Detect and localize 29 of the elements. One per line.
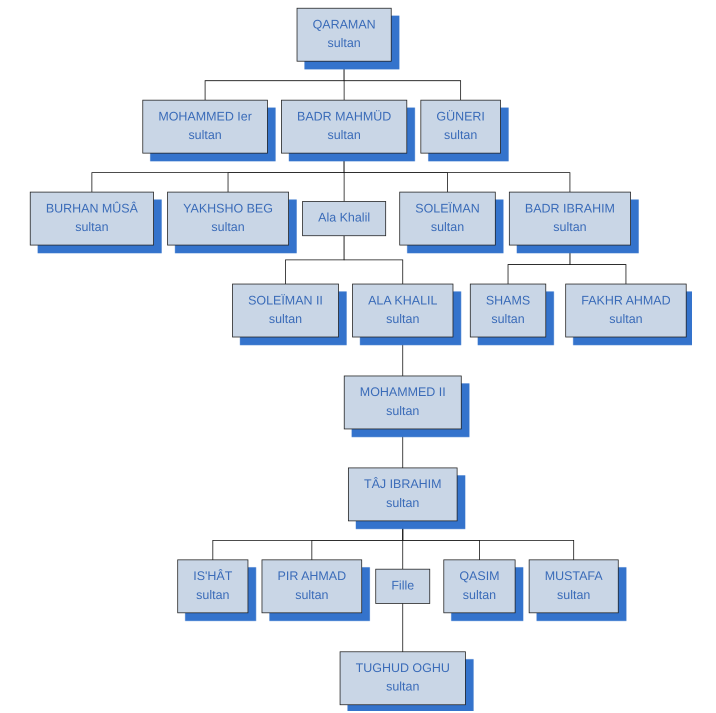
node-box: TUGHUD OGHU sultan bbox=[339, 651, 466, 706]
node-box: BADR MAHMÜD sultan bbox=[280, 100, 407, 154]
connector bbox=[402, 428, 403, 468]
node-box: YAKHSHO BEG sultan bbox=[166, 192, 289, 246]
connector bbox=[344, 152, 570, 192]
node-box: MOHAMMED Ier sultan bbox=[142, 100, 268, 154]
node-box: MOHAMMED II sultan bbox=[344, 376, 462, 430]
node-box: BURHAN MÛSÂ sultan bbox=[30, 192, 154, 246]
node-box: ALA KHALIL sultan bbox=[352, 284, 454, 338]
node-box: PIR AHMAD sultan bbox=[261, 559, 362, 614]
connector bbox=[344, 235, 403, 284]
node-box: GÜNERI sultan bbox=[420, 100, 501, 154]
node-box: MUSTAFA sultan bbox=[528, 559, 618, 614]
node-box: FAKHR AHMAD sultan bbox=[565, 284, 686, 338]
connector bbox=[569, 244, 626, 284]
connector bbox=[344, 60, 461, 101]
node-box: Fille bbox=[375, 568, 430, 604]
node-box: BADR IBRAHIM sultan bbox=[508, 192, 631, 246]
node-box: QASIM sultan bbox=[443, 559, 516, 614]
node-box: SHAMS sultan bbox=[470, 284, 546, 338]
node-box: SOLEÏMAN II sultan bbox=[232, 284, 339, 338]
node-box: TÂJ IBRAHIM sultan bbox=[348, 468, 458, 522]
connector bbox=[402, 520, 574, 560]
node-box: Ala Khalil bbox=[302, 201, 386, 236]
node-box: IS'HÂT sultan bbox=[177, 559, 248, 614]
node-box: QARAMAN sultan bbox=[296, 8, 392, 62]
node-box: SOLEÏMAN sultan bbox=[399, 192, 496, 246]
connector bbox=[402, 336, 403, 376]
connector bbox=[402, 603, 403, 652]
